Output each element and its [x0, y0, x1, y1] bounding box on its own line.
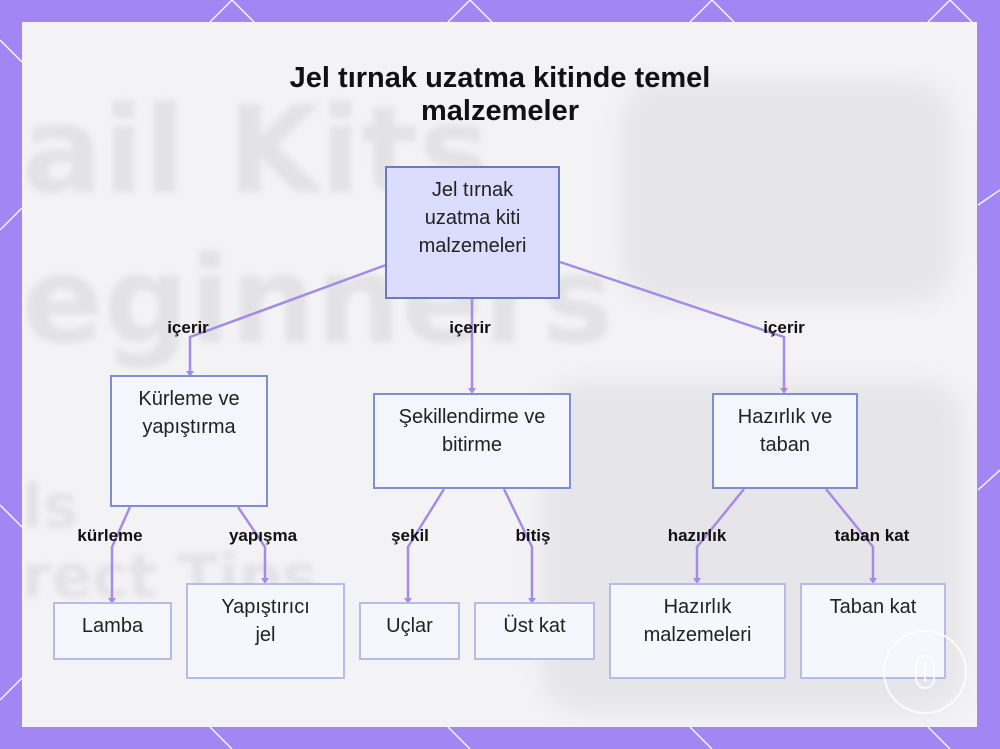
- node-prep: Hazırlık ve taban: [712, 393, 858, 489]
- node-glue-label: Yapıştırıcı jel: [221, 596, 310, 646]
- node-curing-label: Kürleme ve yapıştırma: [138, 388, 240, 438]
- node-topcoat-label: Üst kat: [503, 615, 566, 637]
- node-tips-label: Uçlar: [386, 615, 433, 637]
- node-tips: Uçlar: [359, 602, 460, 660]
- edge-label-root-shaping: içerir: [449, 318, 491, 337]
- edge-label-curing-glue: yapışma: [228, 526, 298, 545]
- node-curing: Kürleme ve yapıştırma: [110, 375, 268, 507]
- node-basecoat-label: Taban kat: [829, 596, 917, 618]
- node-topcoat: Üst kat: [474, 602, 595, 660]
- watermark-logo-icon: [883, 630, 967, 714]
- node-root: Jel tırnak uzatma kiti malzemeleri: [385, 166, 560, 299]
- node-shaping: Şekillendirme ve bitirme: [373, 393, 571, 489]
- edge-label-prep-prepmat: hazırlık: [667, 526, 727, 545]
- diagram-title: Jel tırnak uzatma kitinde temel malzemel…: [289, 62, 711, 127]
- edge-label-root-curing: içerir: [167, 318, 209, 337]
- node-lamp: Lamba: [53, 602, 172, 660]
- edge-label-shaping-topcoat: bitiş: [515, 526, 551, 545]
- node-root-label: Jel tırnak uzatma kiti malzemeleri: [418, 179, 527, 257]
- node-glue: Yapıştırıcı jel: [186, 583, 345, 679]
- node-prepmat-label: Hazırlık malzemeleri: [643, 596, 752, 646]
- edge-label-shaping-tips: şekil: [391, 526, 429, 545]
- node-prepmat: Hazırlık malzemeleri: [609, 583, 786, 679]
- node-shaping-label: Şekillendirme ve bitirme: [398, 406, 546, 456]
- background-text: ls: [22, 472, 79, 542]
- node-prep-label: Hazırlık ve taban: [737, 406, 833, 456]
- edge-label-prep-basecoat: taban kat: [834, 526, 910, 545]
- node-lamp-label: Lamba: [81, 615, 144, 637]
- edge-label-curing-lamp: kürleme: [77, 526, 143, 545]
- edge-label-root-prep: içerir: [763, 318, 805, 337]
